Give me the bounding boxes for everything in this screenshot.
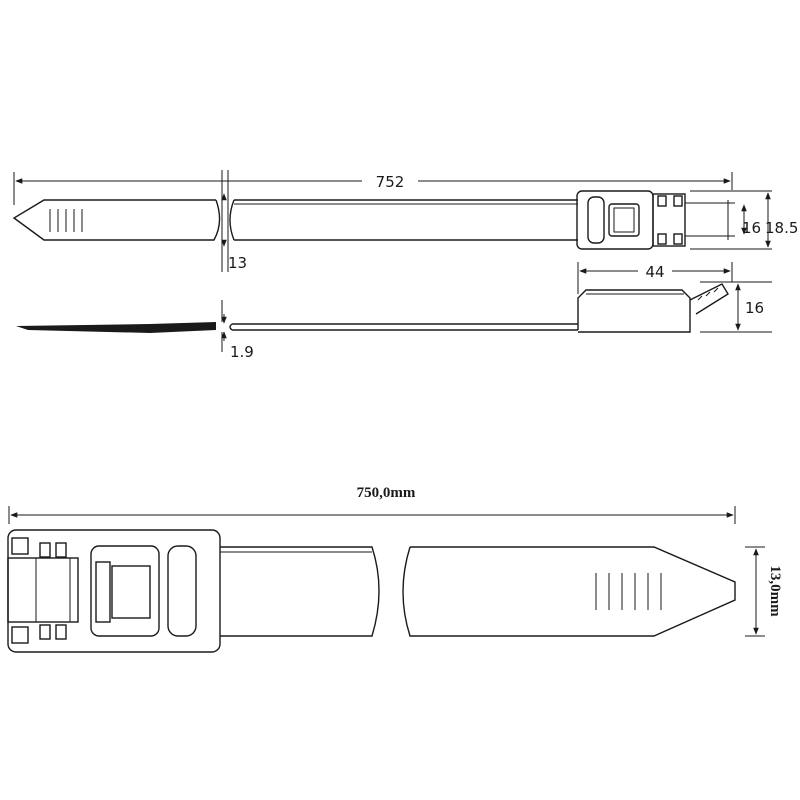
bottom-grip-ridges bbox=[595, 573, 662, 610]
length-label-750mm: 750,0mm bbox=[357, 485, 416, 501]
head-length-label-44: 44 bbox=[645, 263, 664, 281]
dimension-1-9: 1.9 bbox=[221, 300, 254, 361]
side-view: 44 16 1.9 bbox=[16, 262, 772, 361]
strap-thickness-label: 1.9 bbox=[230, 343, 254, 361]
dimension-side-16: 16 bbox=[700, 281, 772, 333]
tail-grip-ridges bbox=[49, 209, 83, 232]
bottom-view: 750,0mm bbox=[7, 485, 783, 653]
locking-head-bottom bbox=[7, 529, 221, 653]
dimension-752: 752 bbox=[13, 172, 733, 205]
length-label-752: 752 bbox=[376, 173, 405, 191]
dimension-13: 13 bbox=[221, 193, 247, 272]
strap-side-right bbox=[229, 323, 578, 331]
dimension-750mm: 750,0mm bbox=[8, 485, 736, 524]
top-view: 752 bbox=[12, 170, 798, 272]
head-height-label-16: 16 bbox=[745, 299, 764, 317]
locking-head-side bbox=[577, 283, 729, 333]
strap-body-bottom bbox=[220, 546, 380, 637]
width-label-13: 13 bbox=[228, 254, 247, 272]
strap-tail bbox=[12, 199, 221, 241]
head-outer-width-label: 18.5 bbox=[765, 219, 798, 237]
width-label-13mm: 13,0mm bbox=[767, 565, 783, 617]
dimension-44: 44 bbox=[577, 262, 733, 294]
dimension-16-18-5: 16 18.5 bbox=[690, 190, 798, 250]
dimension-13mm: 13,0mm bbox=[745, 546, 783, 637]
head-inner-width-label: 16 bbox=[742, 219, 761, 237]
locking-head-top bbox=[576, 190, 735, 250]
strap-body bbox=[229, 199, 578, 241]
strap-side-left bbox=[16, 322, 216, 333]
